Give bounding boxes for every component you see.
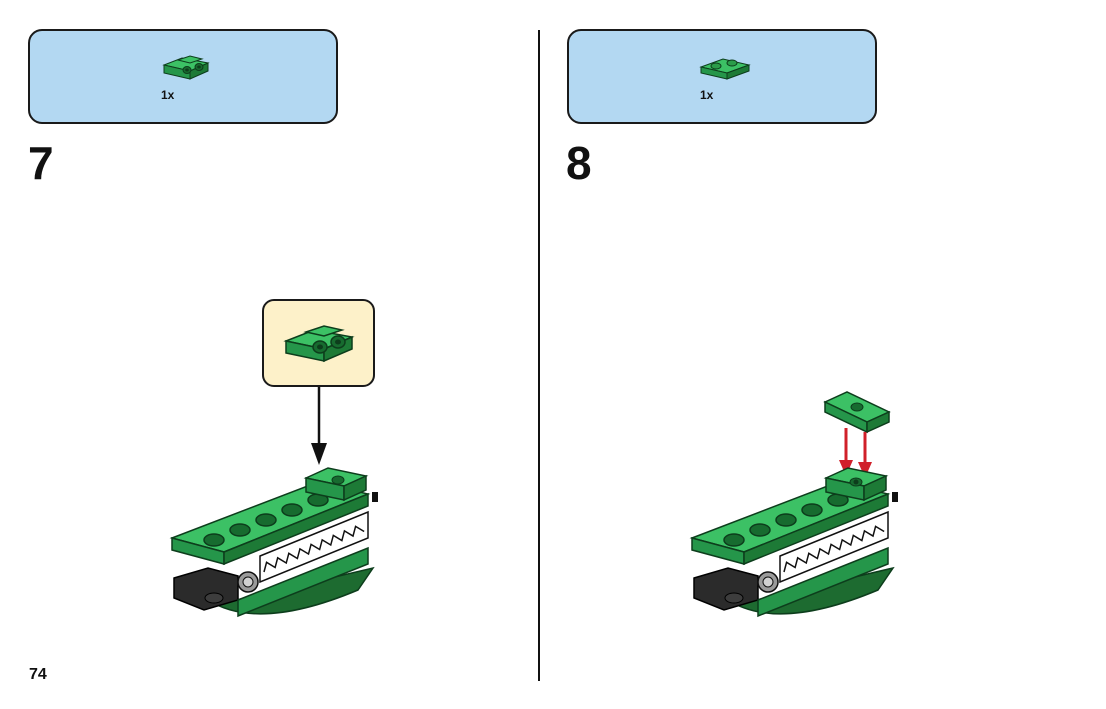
placement-arrow xyxy=(311,387,327,467)
green-plate-1x2-icon xyxy=(697,55,753,83)
step-divider xyxy=(538,30,540,681)
parts-box-step-8: 1x xyxy=(567,29,877,124)
part-quantity: 1x xyxy=(700,88,713,102)
green-bracket-plate-icon xyxy=(158,51,214,85)
step-number: 8 xyxy=(566,140,592,186)
part-quantity: 1x xyxy=(161,88,174,102)
step-number: 7 xyxy=(28,140,54,186)
boat-model-step-7 xyxy=(168,460,388,630)
green-bracket-plate-icon xyxy=(280,319,358,369)
boat-model-step-8 xyxy=(688,470,908,630)
page-number: 74 xyxy=(29,666,47,684)
part-callout xyxy=(262,299,375,387)
parts-box-step-7: 1x xyxy=(28,29,338,124)
